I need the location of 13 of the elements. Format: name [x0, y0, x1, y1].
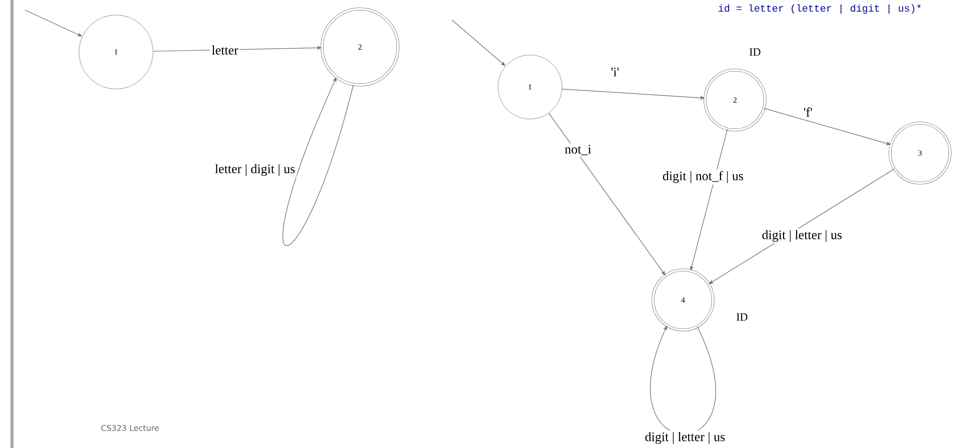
edge-label: digit | not_f | us: [661, 170, 746, 184]
state-tag: ID: [750, 48, 760, 56]
edge-label: letter | digit | us: [213, 162, 297, 178]
edge-label: 'i': [609, 66, 621, 78]
footer-text: CS323 Lecture: [101, 424, 159, 432]
edge-label: letter: [210, 44, 240, 56]
edge-label: digit | letter | us: [643, 430, 727, 446]
edge-label: digit | letter | us: [760, 228, 844, 244]
edge-label: not_i: [563, 143, 593, 157]
regex-text: id = letter (letter | digit | us)*: [718, 4, 921, 14]
state-tag: ID: [736, 313, 748, 321]
edge-label: 'f': [802, 106, 814, 118]
transition-arrow: [548, 112, 666, 276]
